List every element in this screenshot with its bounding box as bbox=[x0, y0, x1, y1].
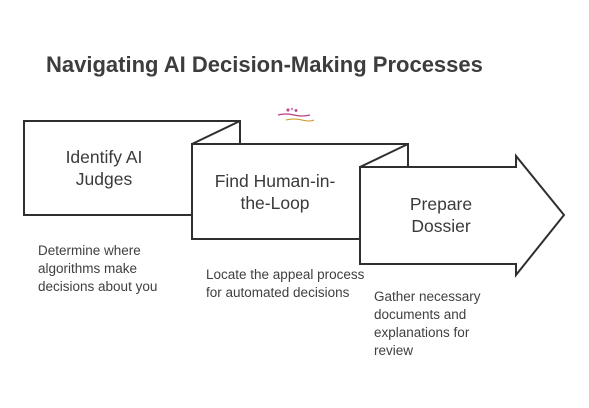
step-3-arrow bbox=[359, 143, 566, 278]
brand-logo bbox=[277, 107, 315, 122]
step-2-description: Locate the appeal process for automated … bbox=[206, 267, 365, 300]
step-1-label: Identify AI Judges bbox=[65, 147, 143, 189]
step-3-label: Prepare Dossier bbox=[409, 194, 473, 236]
step-3-description: Gather necessary documents and explanati… bbox=[374, 289, 481, 358]
step-1-description: Determine where algorithms make decision… bbox=[38, 243, 158, 294]
step-2-shape bbox=[191, 120, 409, 240]
page-title: Navigating AI Decision-Making Processes bbox=[46, 52, 483, 77]
step-2-label: Find Human-in-the-Loop bbox=[214, 171, 336, 213]
